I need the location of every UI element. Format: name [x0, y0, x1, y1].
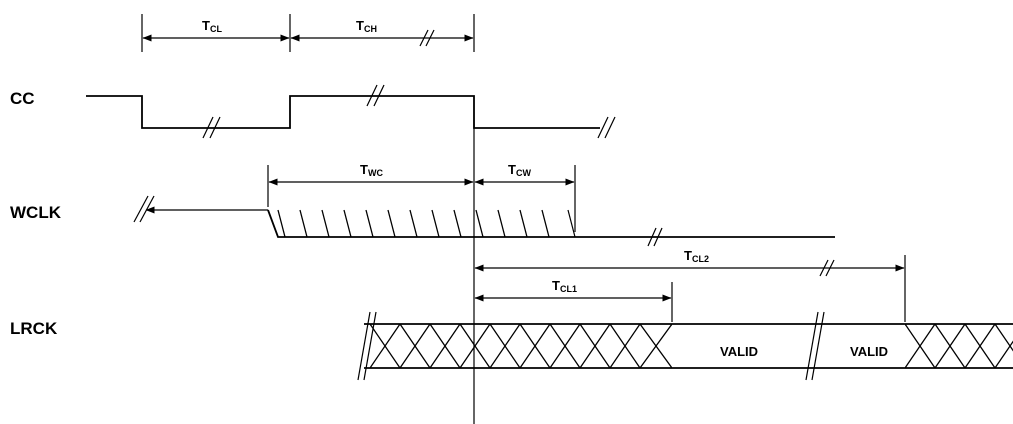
timing-label-tcl2: TCL2	[684, 248, 709, 264]
timing-label-tcl: TCL	[202, 18, 222, 34]
signal-label-wclk: WCLK	[10, 203, 62, 222]
wclk-waveform	[133, 195, 835, 247]
valid-label-2: VALID	[850, 344, 888, 359]
lrck-waveform	[357, 311, 1013, 381]
timing-arrows	[142, 29, 905, 302]
reference-lines	[141, 14, 906, 424]
timing-label-tch: TCH	[356, 18, 377, 34]
cc-waveform	[86, 84, 616, 139]
timing-label-tcw: TCW	[508, 162, 531, 178]
valid-label-1: VALID	[720, 344, 758, 359]
signal-label-cc: CC	[10, 89, 35, 108]
signal-label-lrck: LRCK	[10, 319, 58, 338]
timing-label-twc: TWC	[360, 162, 383, 178]
timing-label-tcl1: TCL1	[552, 278, 577, 294]
